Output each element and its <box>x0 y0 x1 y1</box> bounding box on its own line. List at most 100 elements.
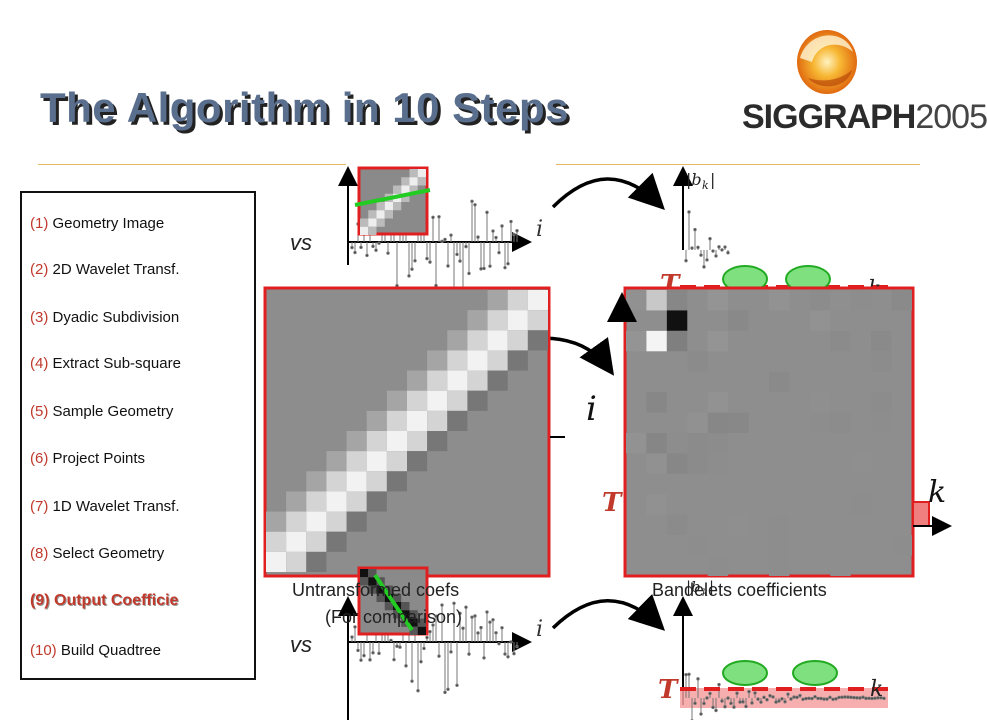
stem-dot <box>732 705 736 709</box>
matrix-cell <box>386 410 407 431</box>
svg-text:k: k <box>702 588 708 599</box>
matrix-cell <box>707 392 729 413</box>
matrix-cell <box>646 392 667 413</box>
stem-dot <box>735 691 739 695</box>
stem-dot <box>404 664 408 668</box>
stem-dot <box>882 696 886 701</box>
matrix-cell <box>407 370 428 391</box>
matrix-cell <box>447 410 468 431</box>
matrix-cell <box>447 350 468 371</box>
stem-dot <box>455 683 459 687</box>
siggraph-logo-icon <box>797 30 857 94</box>
matrix-cell <box>427 350 448 371</box>
matrix-cell <box>366 431 387 452</box>
slide-title: The Algorithm in 10 Steps <box>40 84 570 131</box>
stem-dot <box>377 651 381 656</box>
step-1: (1) Geometry Image <box>30 215 165 232</box>
stem-dot <box>750 701 754 705</box>
stem-dot <box>708 237 712 241</box>
stem-dot <box>470 199 474 203</box>
matrix-cell <box>687 535 708 556</box>
stem-dot <box>485 610 489 614</box>
stem-dot <box>717 682 721 687</box>
stem-dot <box>720 699 724 703</box>
stem-dot <box>458 611 462 615</box>
stem-dot <box>765 698 769 702</box>
vs-label-bottom: vs <box>290 632 312 657</box>
stem-dot <box>726 251 730 255</box>
stem-dot <box>813 695 817 699</box>
stem-dot <box>359 245 363 250</box>
matrix-cell <box>891 535 912 556</box>
stem-dot <box>497 641 501 646</box>
stem-dot <box>371 244 375 249</box>
matrix-cell <box>507 350 528 371</box>
stem-dot <box>443 237 447 242</box>
stem-dot <box>696 677 700 681</box>
matrix-cell <box>286 551 307 572</box>
svg-text:|b: |b <box>686 578 701 596</box>
step-10: (10) Build Quadtree <box>30 642 161 659</box>
stem-dot <box>494 631 498 635</box>
matrix-cell <box>467 310 488 331</box>
stem-dot <box>482 266 486 271</box>
stem-dot <box>473 614 477 618</box>
stem-dot <box>509 640 513 644</box>
stem-dot <box>846 695 850 699</box>
thumb-cell <box>368 218 377 227</box>
stem-dot <box>687 672 691 676</box>
matrix-cell <box>306 471 327 492</box>
matrix-cell <box>366 491 387 512</box>
matrix-cell <box>346 431 367 452</box>
stem-dot <box>410 267 414 271</box>
matrix-cell <box>467 370 488 391</box>
stem-dot <box>425 635 429 640</box>
matrix-cell <box>707 555 729 576</box>
stem-dot <box>867 696 871 700</box>
stem-dot <box>413 259 417 263</box>
thumb-cell <box>376 218 385 227</box>
stem-dot <box>443 690 447 695</box>
stem-dot <box>395 644 399 648</box>
stem-dot <box>843 695 847 699</box>
matrix-cell <box>447 370 468 391</box>
stem-dot <box>693 227 697 232</box>
stem-dot <box>699 253 703 257</box>
stem-dot <box>705 258 709 262</box>
arrow-top-curve <box>551 172 665 210</box>
stem-dot <box>428 260 432 264</box>
stem-dot <box>506 655 510 659</box>
matrix-cell <box>666 330 688 352</box>
matrix-cell <box>286 511 307 532</box>
matrix-cell <box>809 310 831 331</box>
thumb-cell <box>401 177 410 186</box>
matrix-cell <box>646 290 667 311</box>
stem-dot <box>705 696 709 700</box>
stem-dot <box>440 603 444 607</box>
matrix-cell <box>646 494 667 515</box>
thumb-cell <box>409 169 418 178</box>
stem-dot <box>467 271 471 276</box>
matrix-cell <box>769 535 790 556</box>
stem-dot <box>476 631 480 635</box>
bandelet-coefs-matrix: T k T k <box>602 265 952 578</box>
siggraph-logo: SIGGRAPH2005 <box>742 98 987 136</box>
stem-dot <box>780 697 784 701</box>
stem-dot <box>876 696 880 700</box>
stem-dot <box>419 660 423 664</box>
figure-canvas: |b k | i T k T k <box>263 30 952 720</box>
matrix-cell <box>728 310 749 331</box>
stem-dot <box>708 691 712 696</box>
matrix-cell <box>707 290 729 311</box>
stem-dot <box>774 700 778 704</box>
matrix-cell <box>427 410 448 431</box>
stem-dot <box>714 708 718 713</box>
stem-dot <box>503 265 507 270</box>
stem-dot <box>464 605 468 609</box>
stem-dot <box>738 700 742 704</box>
matrix-cell <box>891 290 912 311</box>
thumb-cell <box>384 210 393 219</box>
svg-text:k: k <box>702 179 709 192</box>
stem-dot <box>377 241 381 245</box>
thumb-cell <box>417 618 426 627</box>
